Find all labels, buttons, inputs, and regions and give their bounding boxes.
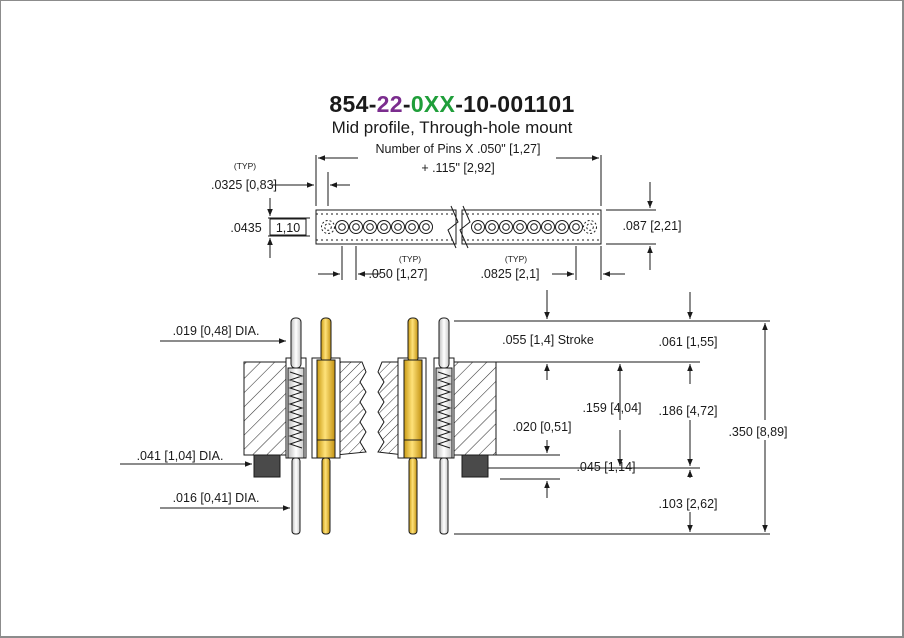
contact-hole xyxy=(391,220,405,234)
dimension-labels: Number of Pins X .050" [1,27] + .115" [2… xyxy=(137,142,788,511)
dim-041-dia: .041 [1,04] DIA. xyxy=(137,449,224,463)
part-number-suffix: -10-001101 xyxy=(455,91,575,117)
contact-hole xyxy=(527,220,541,234)
dim-0325: .0325 [0,83] xyxy=(211,178,277,192)
typ-label-2: (TYP) xyxy=(399,254,421,264)
dim-061: .061 [1,55] xyxy=(658,335,717,349)
dim-0435: .0435 xyxy=(230,221,261,235)
contact-hole xyxy=(569,220,583,234)
contact-hole xyxy=(335,220,349,234)
dim-016-dia: .016 [0,41] DIA. xyxy=(173,491,260,505)
dim-019-dia: .019 [0,48] DIA. xyxy=(173,324,260,338)
dim-0435-metric: 1,10 xyxy=(276,221,300,235)
contact-hole xyxy=(321,220,335,234)
pins-formula-line2: + .115" [2,92] xyxy=(421,161,494,175)
page-frame-bottom xyxy=(0,636,904,638)
contact-hole xyxy=(583,220,597,234)
dim-050: .050 [1,27] xyxy=(368,267,427,281)
section-dimension-lines xyxy=(120,290,770,535)
contact-hole xyxy=(349,220,363,234)
pins-formula-line1: Number of Pins X .050" [1,27] xyxy=(376,142,541,156)
contact-hole xyxy=(513,220,527,234)
contact-hole xyxy=(541,220,555,234)
dim-103: .103 [2,62] xyxy=(658,497,717,511)
contact-hole xyxy=(471,220,485,234)
section-view xyxy=(243,317,497,535)
typ-label-3: (TYP) xyxy=(505,254,527,264)
page-frame-right xyxy=(902,0,904,638)
contact-hole xyxy=(377,220,391,234)
dim-350: .350 [8,89] xyxy=(728,425,787,439)
dim-020: .020 [0,51] xyxy=(512,420,571,434)
dim-stroke: .055 [1,4] Stroke xyxy=(502,333,594,347)
dim-045: .045 [1,14] xyxy=(576,460,635,474)
dim-186: .186 [4,72] xyxy=(658,404,717,418)
typ-label-1: (TYP) xyxy=(234,161,256,171)
contact-hole xyxy=(499,220,513,234)
contact-hole xyxy=(555,220,569,234)
top-view-holes xyxy=(321,220,597,234)
part-number-pins: 0XX xyxy=(410,91,456,117)
contact-hole xyxy=(405,220,419,234)
dim-159: .159 [4,04] xyxy=(582,401,641,415)
contact-hole xyxy=(363,220,377,234)
part-number-title: 854-22-0XX-10-001101 xyxy=(0,91,904,118)
subtitle: Mid profile, Through-hole mount xyxy=(331,118,573,137)
part-number-plating: 22 xyxy=(376,91,403,117)
dim-0825: .0825 [2,1] xyxy=(480,267,539,281)
dim-087: .087 [2,21] xyxy=(622,219,681,233)
contact-hole xyxy=(419,220,433,234)
part-number-sep: - xyxy=(402,91,411,117)
part-number-series: 854- xyxy=(329,91,377,117)
contact-hole xyxy=(485,220,499,234)
